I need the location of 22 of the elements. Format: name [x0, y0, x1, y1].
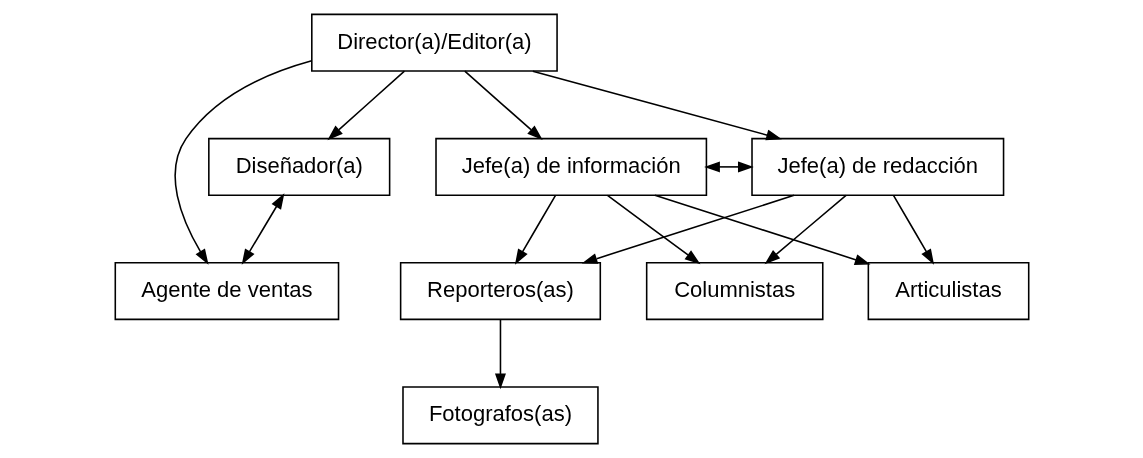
arrow	[764, 194, 847, 265]
arrow	[241, 193, 284, 265]
arrow	[463, 70, 543, 141]
node-box: Jefe(a) de redacción	[750, 137, 1004, 196]
node-box: Fotografos(as)	[401, 386, 599, 445]
node-box: Reporteros(as)	[399, 262, 601, 321]
arrow	[606, 194, 700, 265]
arrow	[892, 194, 934, 265]
arrow	[173, 59, 312, 265]
arrow	[581, 194, 795, 264]
node-box: Jefe(a) de información	[434, 137, 707, 196]
node-box: Director(a)/Editor(a)	[310, 13, 558, 72]
node-box: Agente de ventas	[114, 262, 339, 321]
arrow	[653, 194, 871, 265]
arrow	[531, 70, 782, 141]
node-box: Diseñador(a)	[207, 137, 390, 196]
node-box: Columnistas	[645, 262, 824, 321]
arrow	[326, 70, 405, 141]
arrow	[494, 318, 506, 390]
node-box: Articulistas	[867, 262, 1029, 321]
arrow	[703, 161, 754, 173]
arrow	[514, 194, 556, 265]
